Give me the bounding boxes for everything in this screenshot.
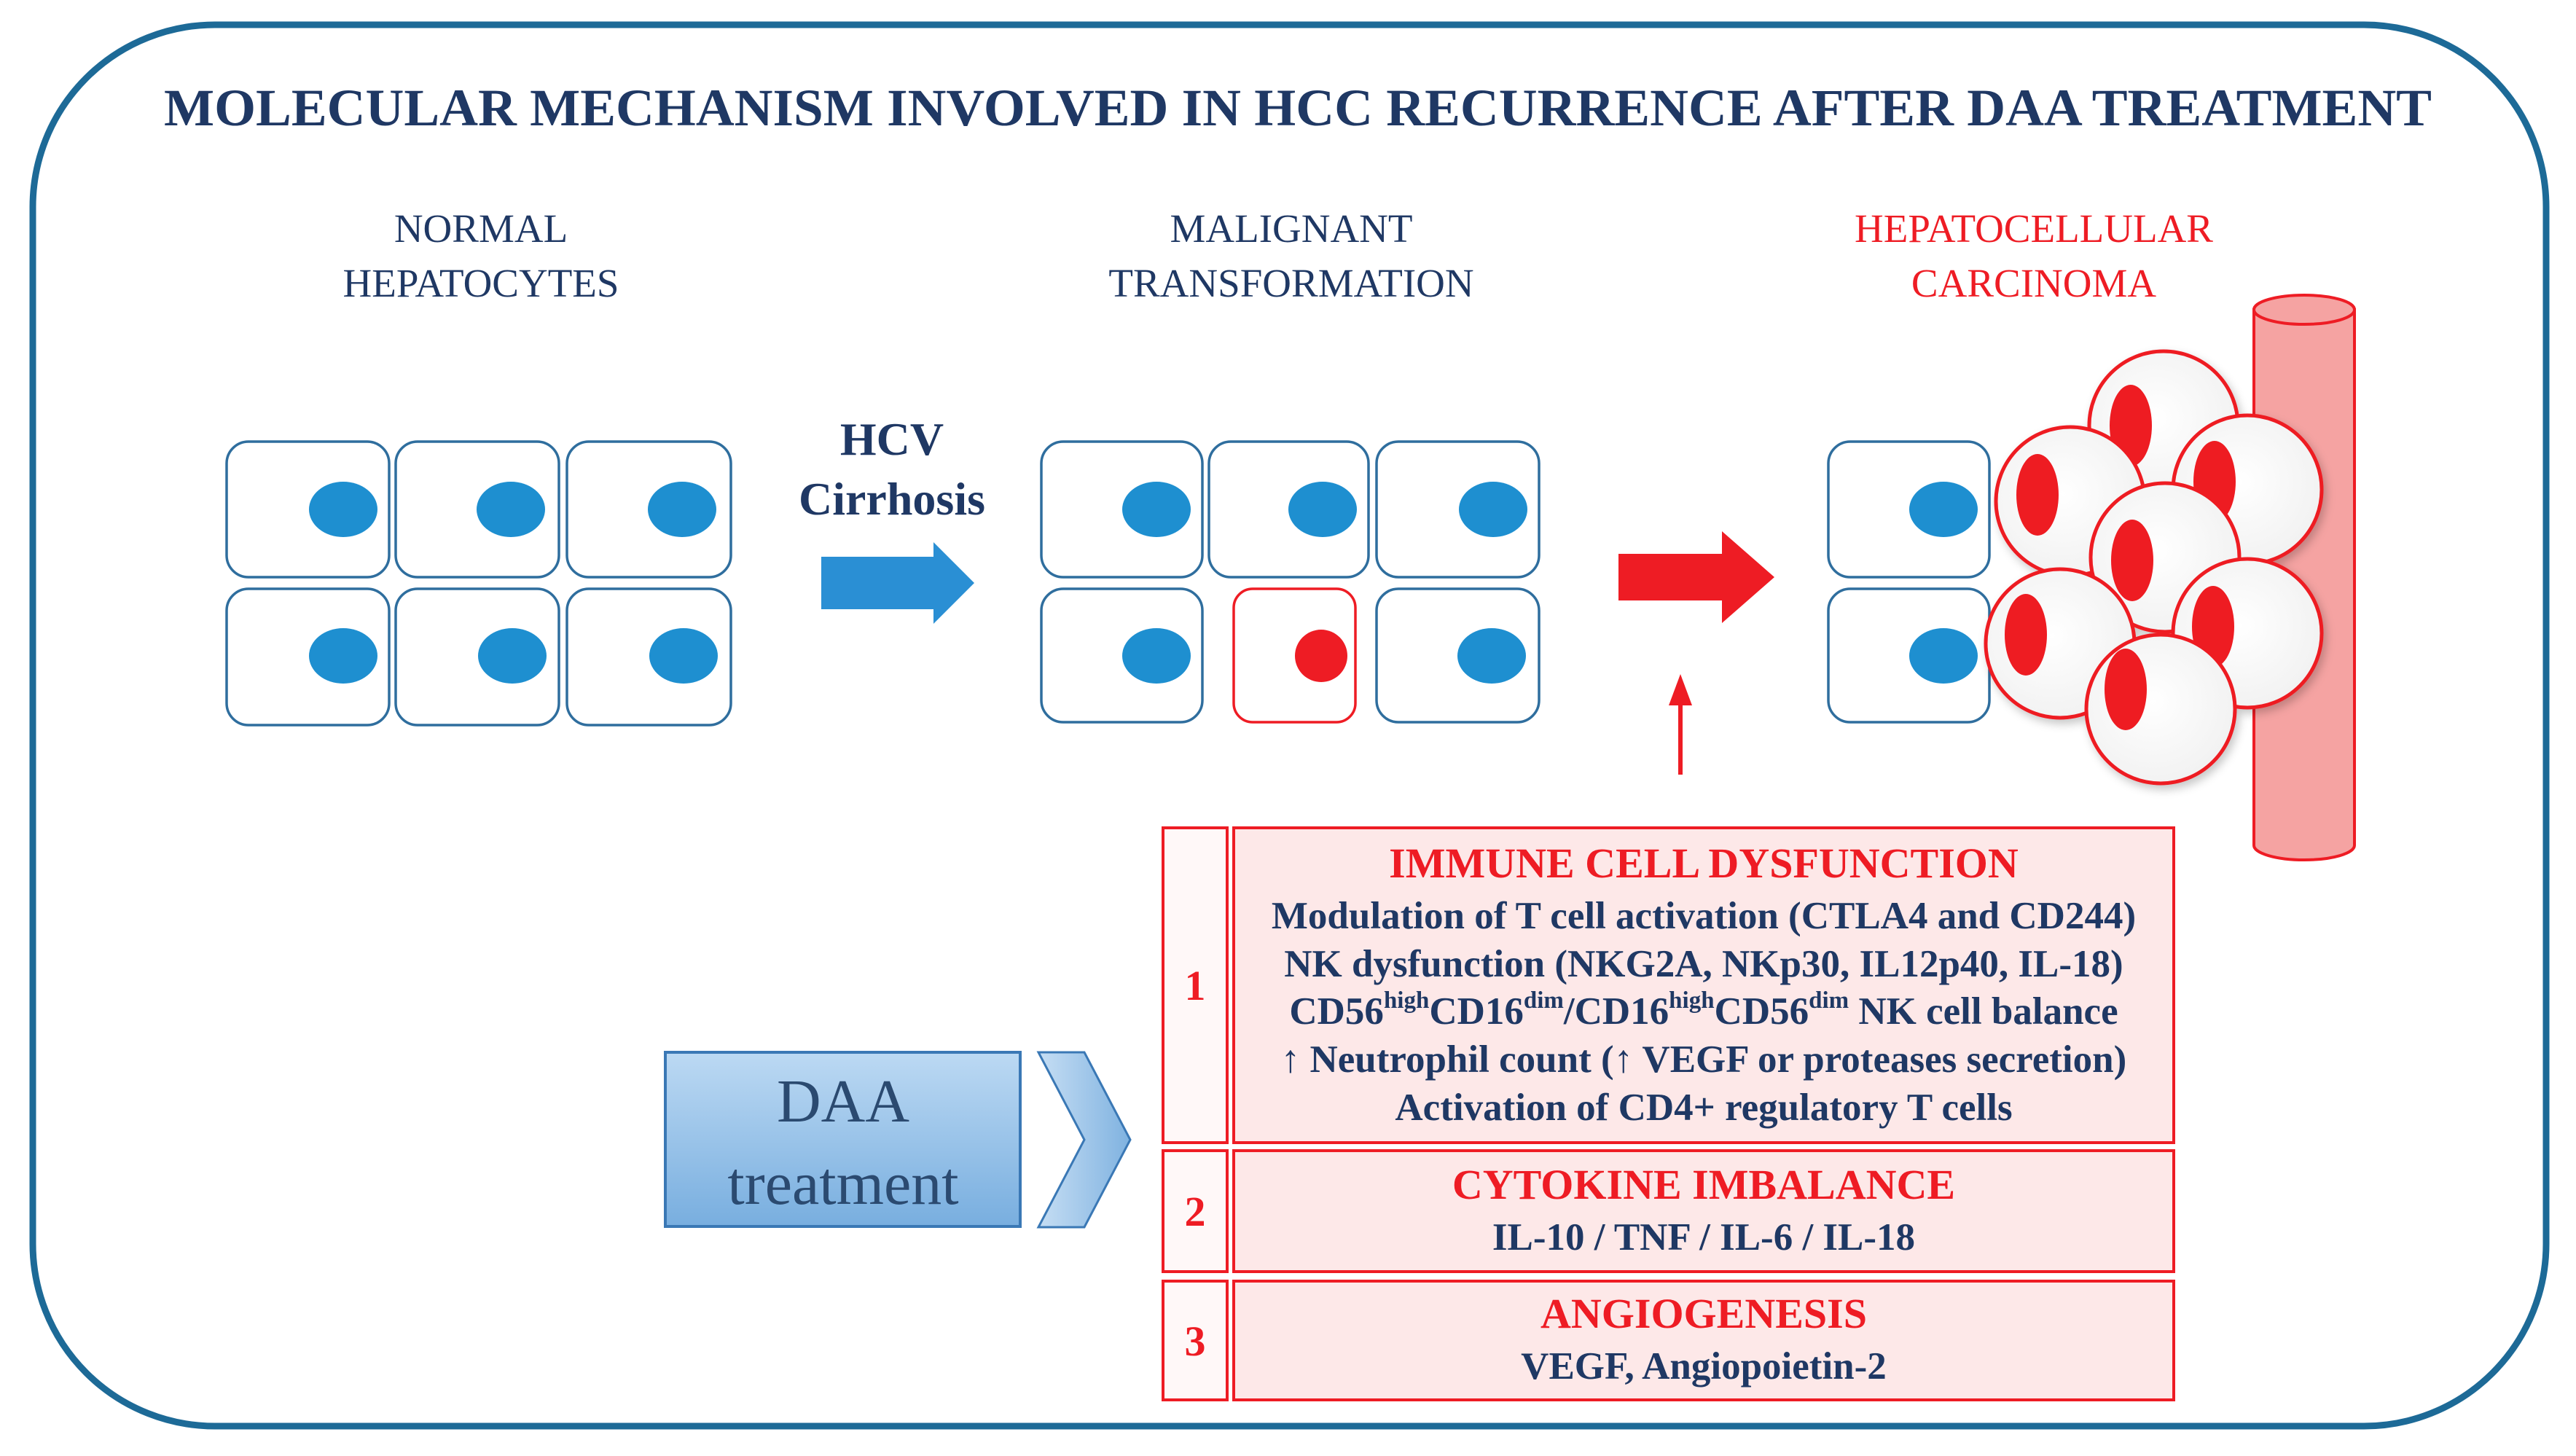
mechanism-item: Modulation of T cell activation (CTLA4 a… xyxy=(1272,895,2136,937)
malignant-cell xyxy=(1232,587,1357,724)
hepatocyte-nucleus xyxy=(1459,482,1527,537)
item-superscript: high xyxy=(1669,987,1714,1014)
chevron-right-icon xyxy=(1036,1051,1132,1229)
tumor-nucleus xyxy=(2005,594,2047,676)
item-segment: /CD16 xyxy=(1563,990,1669,1033)
mechanism-heading: ANGIOGENESIS xyxy=(1540,1290,1867,1337)
tumor-cell xyxy=(2084,633,2237,786)
hepatocyte-nucleus xyxy=(1122,482,1191,537)
mechanism-item: IL-10 / TNF / IL-6 / IL-18 xyxy=(1492,1216,1915,1259)
mechanism-heading: IMMUNE CELL DYSFUNCTION xyxy=(1389,839,2019,887)
daa-box-background xyxy=(664,1051,1022,1228)
stage-label-line: TRANSFORMATION xyxy=(1108,261,1473,305)
stage-label-hcc: HEPATOCELLULAR CARCINOMA xyxy=(1855,206,2213,305)
mechanism-number: 3 xyxy=(1185,1318,1206,1365)
item-superscript: dim xyxy=(1524,987,1564,1014)
malignant-transformation-group xyxy=(1040,440,1540,724)
hepatocyte-nucleus xyxy=(649,628,718,684)
hepatocyte-nucleus xyxy=(478,628,547,684)
item-superscript: high xyxy=(1384,987,1429,1014)
hepatocyte-cell xyxy=(1375,440,1540,579)
mechanism-content-cell xyxy=(1232,1280,2175,1401)
mechanism-item-nk-balance: CD56highCD16dim/CD16highCD56dim NK cell … xyxy=(1289,987,2118,1033)
stage-label-line: NORMAL xyxy=(394,206,568,251)
item-segment: CD16 xyxy=(1429,990,1524,1033)
tumor-nucleus xyxy=(2111,520,2153,601)
malignant-nucleus xyxy=(1295,630,1347,682)
mechanisms-table: 1 IMMUNE CELL DYSFUNCTION Modulation of … xyxy=(1162,826,2175,1401)
stage-label-malignant: MALIGNANT TRANSFORMATION xyxy=(1108,206,1473,305)
hepatocyte-nucleus xyxy=(309,482,377,537)
tumor-nucleus xyxy=(2105,649,2147,730)
vessel-opening xyxy=(2252,294,2356,326)
mechanism-number-cell xyxy=(1162,826,1229,1144)
daa-label-line: treatment xyxy=(727,1150,958,1218)
arrow-up-icon xyxy=(1669,674,1692,775)
item-superscript: dim xyxy=(1809,987,1849,1014)
mechanism-heading: CYTOKINE IMBALANCE xyxy=(1452,1161,1955,1208)
hepatocyte-nucleus xyxy=(1122,628,1191,684)
hepatocyte-cell xyxy=(394,587,560,727)
stage-label-line: HEPATOCELLULAR xyxy=(1855,206,2213,251)
item-segment: CD56 xyxy=(1289,990,1384,1033)
diagram-title: MOLECULAR MECHANISM INVOLVED IN HCC RECU… xyxy=(164,79,2432,137)
transition-label-line: Cirrhosis xyxy=(799,473,985,525)
hepatocyte-cell xyxy=(1827,440,1991,579)
mechanism-row: 3 ANGIOGENESIS VEGF, Angiopoietin-2 xyxy=(1162,1280,2175,1401)
hepatocyte-nucleus xyxy=(1909,482,1978,537)
hepatocyte-cell xyxy=(1040,440,1204,579)
hcc-normal-cells xyxy=(1827,440,1991,724)
stage-label-line: HEPATOCYTES xyxy=(343,261,619,305)
mechanism-number: 1 xyxy=(1185,962,1206,1009)
normal-hepatocytes-group xyxy=(225,440,732,727)
mechanism-item: ↑ Neutrophil count (↑ VEGF or proteases … xyxy=(1281,1038,2127,1081)
mechanism-content-cell xyxy=(1232,826,2175,1144)
mechanism-item: NK dysfunction (NKG2A, NKp30, IL12p40, I… xyxy=(1284,943,2123,985)
hepatocyte-cell xyxy=(225,440,391,579)
arrow-right-icon xyxy=(821,542,974,624)
arrow-head xyxy=(1669,674,1692,705)
hepatocyte-nucleus xyxy=(648,482,716,537)
mechanism-item: Activation of CD4+ regulatory T cells xyxy=(1395,1087,2012,1129)
stage-label-line: CARCINOMA xyxy=(1911,261,2156,305)
mechanism-item: VEGF, Angiopoietin-2 xyxy=(1521,1345,1887,1387)
item-segment: CD56 xyxy=(1715,990,1809,1033)
mechanism-number: 2 xyxy=(1185,1188,1206,1235)
item-segment: NK cell balance xyxy=(1849,990,2118,1033)
arrow-right-icon xyxy=(1618,531,1774,623)
mechanism-row: 2 CYTOKINE IMBALANCE IL-10 / TNF / IL-6 … xyxy=(1162,1149,2175,1273)
daa-label-line: DAA xyxy=(777,1068,909,1135)
hcv-cirrhosis-label: HCV Cirrhosis xyxy=(799,413,985,525)
transition-label-line: HCV xyxy=(840,413,944,465)
hepatocyte-nucleus xyxy=(1909,628,1978,684)
hepatocyte-cell xyxy=(565,587,732,727)
hepatocyte-cell xyxy=(1040,587,1204,724)
tumor-cluster xyxy=(1984,349,2324,786)
stage-label-normal: NORMAL HEPATOCYTES xyxy=(343,206,619,305)
hepatocyte-cell xyxy=(225,587,391,727)
mechanism-number-cell xyxy=(1162,1149,1229,1273)
hepatocyte-nucleus xyxy=(1288,482,1357,537)
mechanism-content-cell xyxy=(1232,1149,2175,1273)
hepatocyte-nucleus xyxy=(477,482,545,537)
daa-treatment-box: DAA treatment xyxy=(664,1051,1022,1228)
arrow-shaft xyxy=(1678,701,1683,775)
hepatocyte-nucleus xyxy=(1457,628,1526,684)
stage-label-line: MALIGNANT xyxy=(1170,206,1412,251)
tumor-nucleus xyxy=(2016,454,2059,536)
hepatocyte-nucleus xyxy=(309,628,377,684)
mechanism-number-cell xyxy=(1162,1280,1229,1401)
mechanism-row: 1 IMMUNE CELL DYSFUNCTION Modulation of … xyxy=(1162,826,2175,1144)
